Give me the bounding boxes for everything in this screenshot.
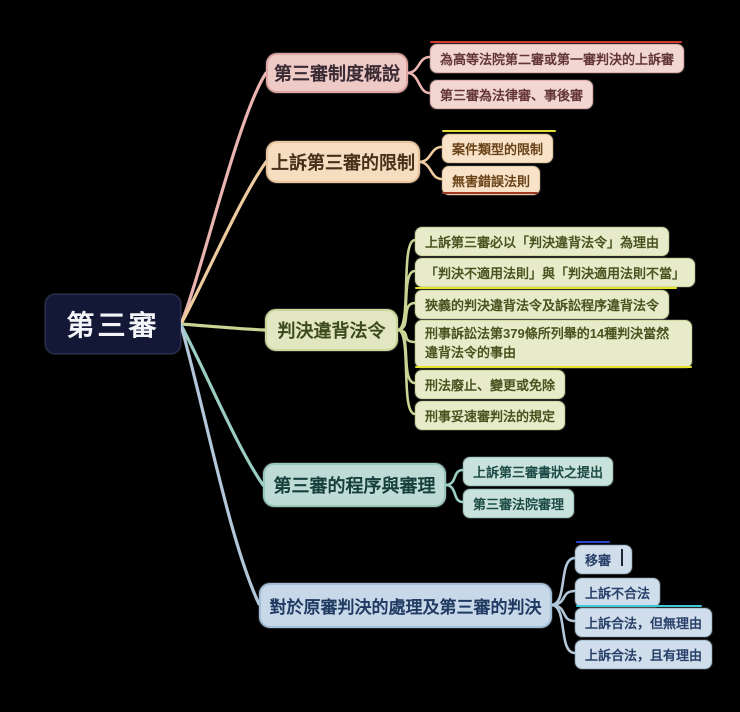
branch-topic-procedure[interactable]: 第三審的程序與審理 <box>263 463 446 507</box>
connector-limits-c1 <box>418 145 444 164</box>
branch-child-label: 上訴第三審必以「判決違背法令」為理由 <box>425 235 660 250</box>
branch-topic-label: 上訴第三審的限制 <box>271 153 415 173</box>
branch-child[interactable]: 第三審為法律審、事後審 <box>430 80 594 109</box>
branch-topic-limits[interactable]: 上訴第三審的限制 <box>266 141 420 183</box>
connector-root-to-judgment <box>179 323 261 606</box>
connector-judgment-c4 <box>550 603 577 655</box>
branch-child-label: 刑法廢止、變更或免除 <box>425 378 556 393</box>
branch-child-label: 上訴合法，但無理由 <box>585 616 703 631</box>
branch-child[interactable]: 上訴第三審必以「判決違背法令」為理由 <box>415 227 670 256</box>
connector-overview-c1 <box>406 55 432 75</box>
branch-child[interactable]: 第三審法院審理 <box>463 489 575 518</box>
artifact-line-yellow <box>415 366 692 368</box>
branch-topic-label: 對於原審判決的處理及第三審的判決 <box>269 598 542 617</box>
root-label: 第三審 <box>66 310 160 341</box>
connector-violation-c3 <box>396 301 417 332</box>
branch-child-label: 上訴合法，且有理由 <box>585 648 703 663</box>
connector-procedure-c1 <box>444 468 465 487</box>
branch-child-label: 上訴第三審書狀之提出 <box>473 465 604 480</box>
branch-child[interactable]: 狹義的判決違背法令及訴訟程序違背法令 <box>415 290 670 319</box>
artifact-line-yellow <box>442 130 556 132</box>
branch-topic-violation[interactable]: 判決違背法令 <box>265 309 398 351</box>
branch-child[interactable]: 案件類型的限制 <box>442 134 554 163</box>
branch-child-label: 案件類型的限制 <box>452 142 544 157</box>
branch-child[interactable]: 為高等法院第二審或第一審判決的上訴審 <box>430 44 685 73</box>
artifact-line-red <box>430 41 682 43</box>
text-cursor <box>621 549 623 566</box>
connector-limits-c2 <box>418 160 444 181</box>
branch-child[interactable]: 刑法廢止、變更或免除 <box>415 370 566 399</box>
branch-topic-label: 判決違背法令 <box>277 321 386 341</box>
branch-child-label: 刑事妥速審判法的規定 <box>425 409 556 424</box>
branch-child[interactable]: 上訴合法，但無理由 <box>575 608 713 637</box>
branch-child[interactable]: 刑事妥速審判法的規定 <box>415 401 566 430</box>
artifact-line-maroon <box>442 192 538 194</box>
branch-child[interactable]: 移審 <box>575 545 633 574</box>
branch-child-label: 狹義的判決違背法令及訴訟程序違背法令 <box>425 298 660 313</box>
connector-root-to-limits <box>179 160 268 326</box>
connector-root-to-overview <box>179 71 268 326</box>
artifact-line-yellow <box>415 287 677 289</box>
branch-child-label: 無害錯誤法則 <box>452 174 531 189</box>
connector-root-to-procedure <box>179 323 265 487</box>
root-node[interactable]: 第三審 <box>45 294 181 354</box>
branch-child-label: 第三審法院審理 <box>473 497 565 512</box>
branch-topic-label: 第三審制度概說 <box>274 64 400 84</box>
branch-child-label: 移審 <box>585 553 612 568</box>
branch-child-label: 「判決不適用法則」與「判決適用法則不當」 <box>425 266 686 281</box>
branch-child-label: 刑事訴訟法第379條所列舉的14種判決當然違背法令的事由 <box>425 326 670 360</box>
connector-root-to-violation <box>179 322 267 332</box>
branch-topic-label: 第三審的程序與審理 <box>273 476 436 496</box>
artifact-line-blue <box>576 541 610 543</box>
branch-child[interactable]: 「判決不適用法則」與「判決適用法則不當」 <box>415 258 696 287</box>
branch-child-label: 第三審為法律審、事後審 <box>440 88 584 103</box>
branch-child[interactable]: 無害錯誤法則 <box>442 166 541 195</box>
connector-violation-c6 <box>396 328 417 416</box>
branch-child-label: 為高等法院第二審或第一審判決的上訴審 <box>440 52 675 67</box>
branch-child[interactable]: 上訴合法，且有理由 <box>575 640 713 669</box>
connector-overview-c2 <box>406 71 432 95</box>
branch-topic-judgment[interactable]: 對於原審判決的處理及第三審的判決 <box>259 583 552 628</box>
branch-child[interactable]: 上訴不合法 <box>575 578 661 607</box>
connector-procedure-c2 <box>444 483 465 504</box>
artifact-line-cyan <box>576 605 702 607</box>
branch-topic-overview[interactable]: 第三審制度概說 <box>266 53 408 93</box>
branch-child[interactable]: 上訴第三審書狀之提出 <box>463 457 614 486</box>
branch-child[interactable]: 刑事訴訟法第379條所列舉的14種判決當然違背法令的事由 <box>415 320 692 368</box>
branch-child-label: 上訴不合法 <box>585 586 651 601</box>
